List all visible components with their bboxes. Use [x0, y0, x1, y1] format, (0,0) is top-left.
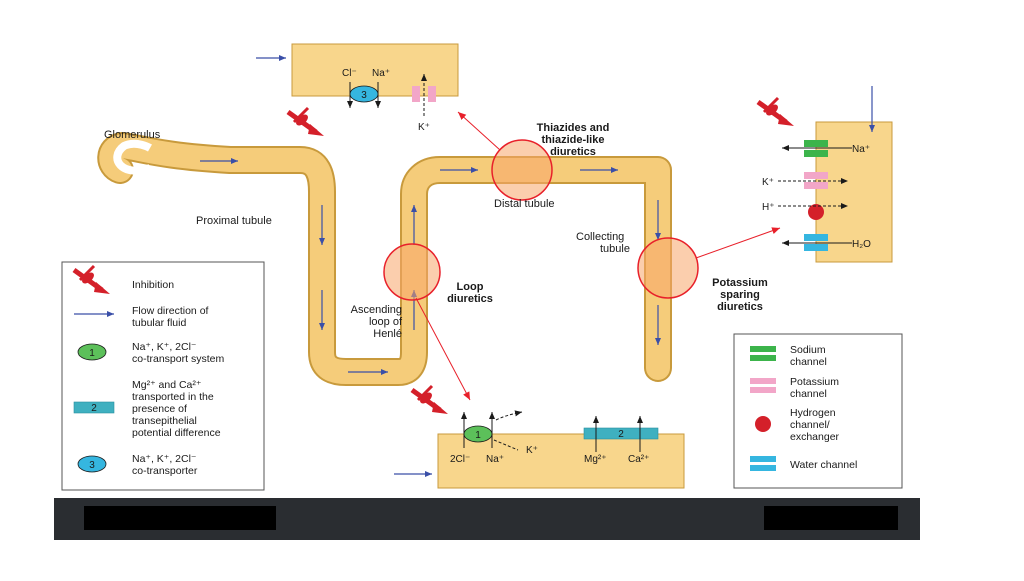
footer-bar	[54, 498, 920, 540]
loop-label-2: diuretics	[447, 293, 493, 305]
glomerulus-cup	[113, 139, 152, 175]
legend-hydrogen-3: exchanger	[790, 431, 840, 443]
potassium-sparing-label-3: diuretics	[717, 301, 763, 313]
legend-item2-1: Mg²⁺ and Ca²⁺	[132, 379, 202, 391]
legend-item2-2: transported in the	[132, 391, 214, 403]
potassium-channel-top-b	[428, 86, 436, 102]
pointer-thiazide	[457, 111, 501, 151]
flow-arrows	[200, 158, 661, 375]
ascending-label-3: Henlé	[373, 328, 402, 340]
thiazide-site	[491, 139, 553, 201]
transporter-1-bottom-num: 1	[475, 430, 481, 441]
loop-site	[383, 243, 441, 301]
right-cell-body	[815, 121, 893, 263]
potassium-sparing-site	[637, 237, 699, 299]
legend-transporter-1	[77, 343, 107, 361]
pointer-loop	[415, 297, 471, 401]
right-k-label: K⁺	[762, 177, 774, 188]
legend-water: Water channel	[790, 459, 857, 471]
legend-hydrogen-2: channel/	[790, 419, 830, 431]
proximal-tubule-label: Proximal tubule	[196, 215, 272, 227]
legend-hydrogen-swatch	[755, 416, 771, 432]
collecting-tubule-label-2: tubule	[600, 243, 630, 255]
legend-potassium-2: channel	[790, 388, 827, 400]
transporter-1-bottom	[463, 425, 493, 443]
legend-sodium-1: Sodium	[790, 344, 826, 356]
legend-item2-3: presence of	[132, 403, 187, 415]
legend-item1-num: 1	[89, 348, 95, 359]
sodium-channel-right	[804, 140, 828, 147]
legend-potassium-1: Potassium	[790, 376, 839, 388]
potassium-sparing-label-1: Potassium	[712, 277, 768, 289]
loop-label-1: Loop	[457, 281, 484, 293]
legend-sodium-swatch-b	[750, 355, 776, 361]
top-k-label: K⁺	[418, 122, 430, 133]
thiazide-label-1: Thiazides and	[537, 122, 610, 134]
legend-transporter-2	[73, 401, 115, 414]
transporter-3-top	[349, 85, 379, 103]
legend-water-swatch-a	[750, 456, 776, 462]
pointer-potassium	[695, 227, 781, 259]
right-h-label: H⁺	[762, 202, 775, 213]
footer-redaction-right	[764, 506, 898, 530]
bottom-2cl-label: 2Cl⁻	[450, 454, 470, 465]
legend-right: Sodium channel Potassium channel Hydroge…	[733, 333, 903, 489]
potassium-channel-top-a	[412, 86, 420, 102]
transporter-3-top-num: 3	[361, 90, 367, 101]
legend-left-box	[61, 261, 265, 491]
legend-inhibition: Inhibition	[132, 279, 174, 291]
legend-item2-5: potential difference	[132, 427, 221, 439]
thiazide-label-2: thiazide-like	[542, 134, 605, 146]
legend-potassium-swatch-b	[750, 387, 776, 393]
ascending-label-1: Ascending	[351, 304, 402, 316]
water-channel-right	[804, 234, 828, 241]
potassium-sparing-label-2: sparing	[720, 289, 760, 301]
collecting-tubule-label-1: Collecting	[576, 231, 624, 243]
right-cell: Na⁺ K⁺ H⁺ H₂O	[762, 86, 893, 263]
footer-redaction-left	[84, 506, 276, 530]
legend-transporter-3	[77, 455, 107, 473]
top-na-label: Na⁺	[372, 68, 390, 79]
top-cl-label: Cl⁻	[342, 68, 357, 79]
nephron-tubule	[97, 132, 672, 386]
inhibition-icon-thiazide	[288, 108, 324, 136]
distal-tubule-label: Distal tubule	[494, 198, 555, 210]
legend-left: Inhibition Flow direction of tubular flu…	[61, 261, 265, 491]
transporter-2-bottom-num: 2	[618, 429, 624, 440]
legend-item3-1: Na⁺, K⁺, 2Cl⁻	[132, 453, 197, 465]
legend-sodium-2: channel	[790, 356, 827, 368]
bottom-mg-label: Mg²⁺	[584, 454, 607, 465]
transporter-2-bottom	[583, 427, 659, 440]
bottom-k-label: K⁺	[526, 445, 538, 456]
legend-item2-num: 2	[91, 403, 97, 414]
legend-potassium-swatch-a	[750, 378, 776, 384]
thiazide-label-3: diuretics	[550, 146, 596, 158]
legend-hydrogen-1: Hydrogen	[790, 407, 836, 419]
legend-item1-2: co-transport system	[132, 353, 224, 365]
legend-water-swatch-b	[750, 465, 776, 471]
right-na-label: Na⁺	[852, 144, 870, 155]
legend-sodium-swatch-a	[750, 346, 776, 352]
legend-item3-2: co-transporter	[132, 465, 198, 477]
legend-flow-2: tubular fluid	[132, 317, 186, 329]
legend-item3-num: 3	[89, 460, 95, 471]
inhibition-icon-potassium	[758, 98, 794, 126]
legend-item1-1: Na⁺, K⁺, 2Cl⁻	[132, 341, 197, 353]
right-h2o-label: H₂O	[852, 239, 871, 250]
bottom-ca-label: Ca²⁺	[628, 454, 649, 465]
bottom-cell: 1 2Cl⁻ Na⁺ K⁺ 2 Mg²⁺ Ca²⁺	[394, 410, 685, 489]
bottom-cell-body	[437, 433, 685, 489]
ascending-label-2: loop of	[369, 316, 403, 328]
top-cell: Cl⁻ Na⁺ 3 K⁺	[256, 43, 459, 133]
potassium-channel-right	[804, 172, 828, 179]
legend-item2-4: transepithelial	[132, 415, 197, 427]
glomerulus-label: Glomerulus	[104, 129, 161, 141]
bottom-na-label: Na⁺	[486, 454, 504, 465]
legend-flow-1: Flow direction of	[132, 305, 209, 317]
inhibition-icon-loop	[412, 386, 448, 414]
hydrogen-exchanger-right	[808, 204, 824, 220]
